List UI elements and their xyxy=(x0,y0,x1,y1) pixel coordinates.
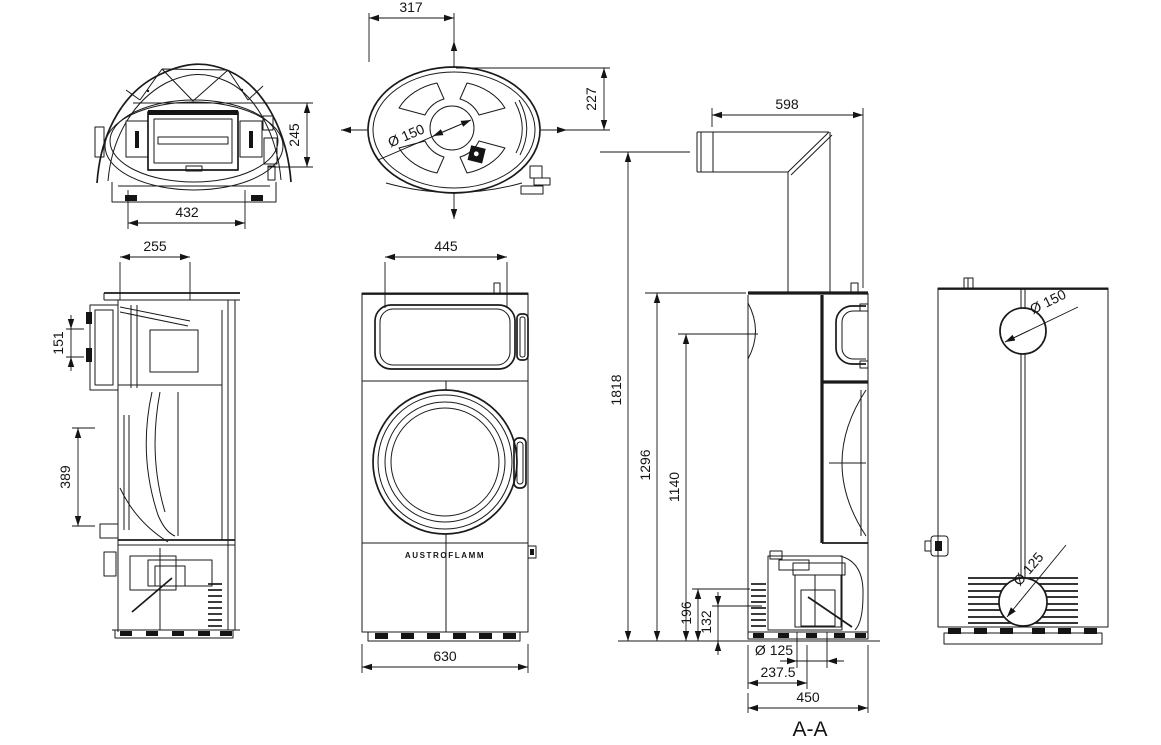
upper-window xyxy=(374,304,516,370)
dim-label-196: 196 xyxy=(678,601,694,625)
dim-label-d125-aa: Ø 125 xyxy=(755,642,793,658)
dim-top-front-width: 432 xyxy=(127,190,246,229)
door-circle xyxy=(372,389,518,535)
dim-label-317: 317 xyxy=(399,0,423,15)
dim-label-1296: 1296 xyxy=(637,449,653,480)
dim-label-245: 245 xyxy=(286,123,302,147)
dim-front-window-width: 445 xyxy=(384,238,508,308)
firebox-curves xyxy=(145,391,176,537)
dim-front-width: 630 xyxy=(361,644,529,673)
dome-outline xyxy=(96,63,292,184)
door-handle xyxy=(513,437,527,489)
dim-flue-center-height: 1140 xyxy=(666,333,758,641)
dim-top-front-height: 245 xyxy=(250,102,313,168)
dim-label-151: 151 xyxy=(50,331,66,355)
view-top-plan: 317 227 Ø 150 xyxy=(341,0,610,219)
section-label: A-A xyxy=(792,718,827,741)
dim-label-445: 445 xyxy=(434,238,458,254)
dim-label-d150-rear: Ø 150 xyxy=(1027,286,1068,317)
dim-intake-offset: 237.5 xyxy=(747,645,808,689)
view-side-section: 255 151 389 xyxy=(50,238,240,639)
dim-label-132: 132 xyxy=(698,610,714,634)
upper-handle xyxy=(516,313,529,361)
rear-flue-opening xyxy=(999,307,1047,355)
dim-label-237-5: 237.5 xyxy=(760,664,795,680)
stove-body-section xyxy=(747,282,869,632)
view-top-front: 245 432 xyxy=(94,63,313,229)
dim-side-upper-height: 151 xyxy=(50,315,84,371)
vent-patch-lr xyxy=(459,140,506,174)
dim-plan-offset: 317 xyxy=(368,0,454,62)
dim-auger-height: 196 xyxy=(678,588,750,641)
vent-patch-ur xyxy=(459,82,506,116)
view-rear: Ø 150 Ø 125 xyxy=(924,277,1109,645)
dim-label-1818: 1818 xyxy=(608,374,624,405)
dim-side-top-depth: 255 xyxy=(119,238,191,300)
dim-label-598: 598 xyxy=(775,96,799,112)
view-section-aa: 598 1818 1296 1140 196 132 xyxy=(600,96,880,741)
dim-label-255: 255 xyxy=(143,238,167,254)
dim-side-glass-height: 389 xyxy=(57,427,95,527)
clearance-arrows xyxy=(341,13,610,219)
door-open-top xyxy=(89,304,119,391)
dim-plan-depth: 227 xyxy=(456,67,610,130)
dim-label-1140: 1140 xyxy=(666,472,682,502)
dim-label-432: 432 xyxy=(175,204,199,220)
dim-intake-diameter: Ø 125 xyxy=(755,632,844,668)
dim-pipe-length: 598 xyxy=(711,96,864,288)
dim-label-389: 389 xyxy=(57,465,73,489)
dim-body-height: 1296 xyxy=(637,292,746,641)
power-socket xyxy=(924,535,949,557)
vent-patch-ul xyxy=(398,82,445,116)
flue-pipe xyxy=(696,131,833,292)
view-front: AUSTROFLAMM 445 630 xyxy=(361,238,537,673)
dim-label-227: 227 xyxy=(583,87,599,111)
vent-patch-ll xyxy=(398,140,445,174)
top-handle-section xyxy=(835,305,866,365)
dim-total-height: 1818 xyxy=(600,151,690,641)
rear-body-outline xyxy=(937,287,1109,628)
dim-label-630: 630 xyxy=(433,648,457,664)
dim-body-depth: 450 xyxy=(747,645,869,713)
dim-label-450: 450 xyxy=(796,689,820,705)
dome-facets xyxy=(125,68,264,102)
brand-label: AUSTROFLAMM xyxy=(405,551,485,560)
auger-assembly xyxy=(747,550,869,640)
dim-intake-height: 132 xyxy=(698,592,762,655)
